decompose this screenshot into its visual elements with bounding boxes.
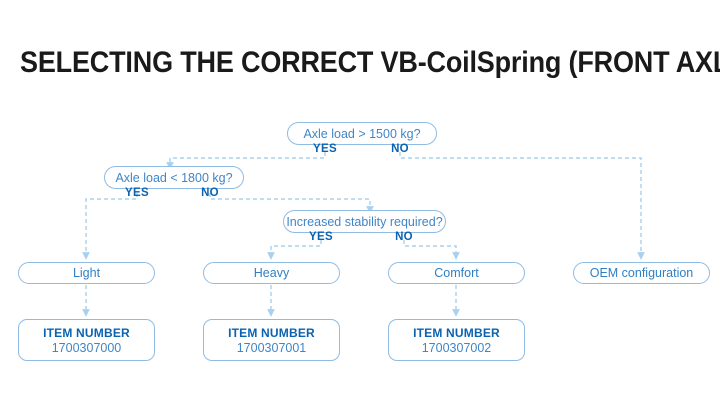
decision-increased-stability[interactable]: Increased stability required? [283,210,446,233]
item-number-title: ITEM NUMBER [228,325,315,340]
item-number-box-light[interactable]: ITEM NUMBER 1700307000 [18,319,155,361]
result-label: Heavy [253,266,290,280]
result-comfort[interactable]: Comfort [388,262,525,284]
edge-d2-no [209,193,374,214]
result-label: Comfort [434,266,479,280]
item-number-value: 1700307000 [51,340,122,355]
result-light[interactable]: Light [18,262,155,284]
page-title: SELECTING THE CORRECT VB-CoilSpring (FRO… [20,46,720,79]
edge-d2-yes [82,193,138,260]
item-number-title: ITEM NUMBER [43,325,130,340]
branch-label-d3-yes: YES [309,231,333,243]
decision-label: Axle load > 1500 kg? [303,126,421,141]
result-label: OEM configuration [589,266,694,280]
result-label: Light [72,266,101,280]
branch-label-d1-no: NO [391,143,409,155]
item-number-title: ITEM NUMBER [413,325,500,340]
edge-d1-no [399,152,645,260]
item-number-box-comfort[interactable]: ITEM NUMBER 1700307002 [388,319,525,361]
branch-label-d2-no: NO [201,187,219,199]
decision-axle-load-1800[interactable]: Axle load < 1800 kg? [104,166,244,189]
result-heavy[interactable]: Heavy [203,262,340,284]
decision-axle-load-1500[interactable]: Axle load > 1500 kg? [287,122,437,145]
edge-d1-yes [166,152,326,170]
edge-d3-no [403,240,460,260]
branch-label-d1-yes: YES [313,143,337,155]
branch-label-d2-yes: YES [125,187,149,199]
edge-d3-yes [267,240,322,260]
branch-label-d3-no: NO [395,231,413,243]
item-number-value: 1700307002 [421,340,492,355]
item-number-value: 1700307001 [236,340,307,355]
item-number-box-heavy[interactable]: ITEM NUMBER 1700307001 [203,319,340,361]
decision-label: Axle load < 1800 kg? [115,170,233,185]
decision-label: Increased stability required? [286,214,443,229]
result-oem-configuration[interactable]: OEM configuration [573,262,710,284]
